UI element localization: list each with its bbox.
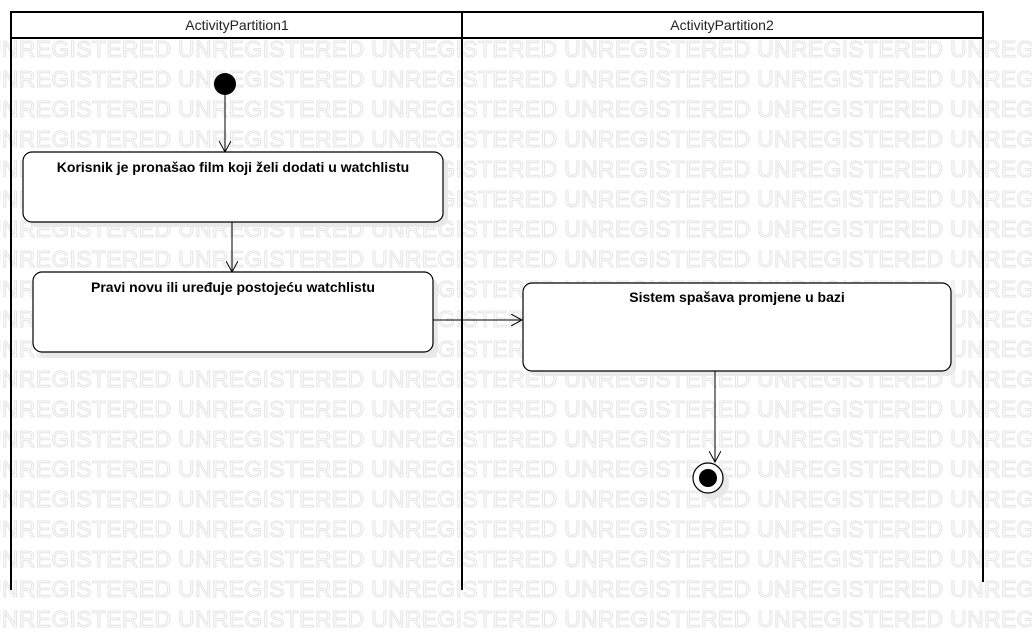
watermark-row: UNREGISTERED UNREGISTERED UNREGISTERED U…: [0, 246, 1032, 272]
watermark-row: UNREGISTERED UNREGISTERED UNREGISTERED U…: [0, 486, 1032, 512]
action-2-label: Pravi novu ili uređuje postojeću watchli…: [91, 279, 375, 295]
action-1[interactable]: Korisnik je pronašao film koji želi doda…: [22, 151, 444, 223]
swimlane-frame: [10, 11, 984, 590]
initial-node[interactable]: [214, 73, 236, 95]
watermark-row: UNREGISTERED UNREGISTERED UNREGISTERED U…: [0, 396, 1032, 422]
watermark-row: UNREGISTERED UNREGISTERED UNREGISTERED U…: [0, 456, 1032, 482]
action-3-label: Sistem spašava promjene u bazi: [629, 289, 845, 305]
watermark-row: UNREGISTERED UNREGISTERED UNREGISTERED U…: [0, 426, 1032, 452]
action-2[interactable]: Pravi novu ili uređuje postojeću watchli…: [32, 271, 434, 353]
watermark-row: UNREGISTERED UNREGISTERED UNREGISTERED U…: [0, 66, 1032, 92]
action-1-label: Korisnik je pronašao film koji želi doda…: [57, 159, 409, 175]
watermark-row: UNREGISTERED UNREGISTERED UNREGISTERED U…: [0, 126, 1032, 152]
partition-2-title[interactable]: ActivityPartition2: [670, 17, 774, 33]
final-node[interactable]: [692, 462, 724, 494]
watermark-row: UNREGISTERED UNREGISTERED UNREGISTERED U…: [0, 546, 1032, 572]
action-3[interactable]: Sistem spašava promjene u bazi: [522, 282, 952, 372]
watermark-row: UNREGISTERED UNREGISTERED UNREGISTERED U…: [0, 606, 1032, 632]
partition-1-title[interactable]: ActivityPartition1: [185, 17, 289, 33]
watermark-row: UNREGISTERED UNREGISTERED UNREGISTERED U…: [0, 576, 1032, 602]
watermark-row: UNREGISTERED UNREGISTERED UNREGISTERED U…: [0, 96, 1032, 122]
watermark-row: UNREGISTERED UNREGISTERED UNREGISTERED U…: [0, 36, 1032, 62]
watermark-row: UNREGISTERED UNREGISTERED UNREGISTERED U…: [0, 516, 1032, 542]
